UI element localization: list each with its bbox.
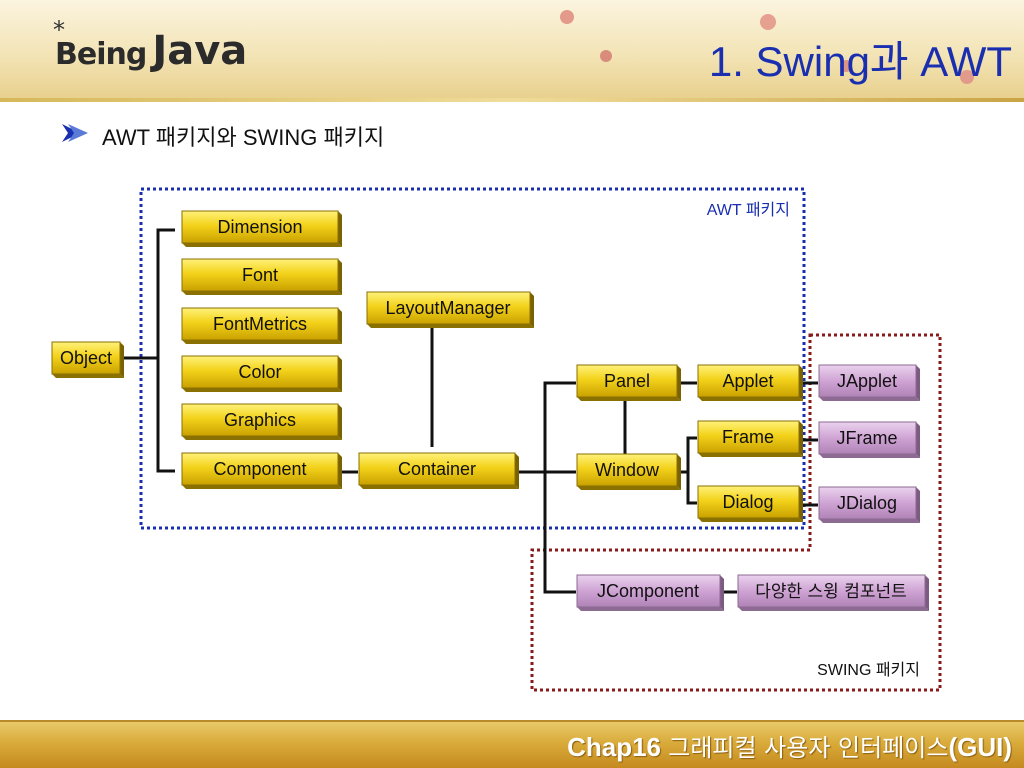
node-dialog: Dialog: [697, 485, 803, 522]
header-divider: [0, 98, 1024, 102]
logo-suffix: Java: [152, 28, 248, 74]
node-container: Container: [358, 452, 519, 489]
footer-chapter-title: Chap16 그래피컬 사용자 인터페이스(GUI): [567, 728, 1012, 763]
decor-molecule-dot: [840, 60, 852, 72]
decor-molecule-dot: [600, 50, 612, 62]
node-label: JComponent: [597, 581, 699, 601]
node-layoutmanager: LayoutManager: [366, 291, 534, 328]
node-label: JDialog: [837, 493, 897, 513]
node-label: Panel: [604, 371, 650, 391]
node-frame: Frame: [697, 420, 803, 457]
node-label: Frame: [722, 427, 774, 447]
node-label: Component: [213, 459, 306, 479]
node-window: Window: [576, 453, 681, 490]
node-label: Dialog: [722, 492, 773, 512]
node-label: Color: [238, 362, 281, 382]
node-swing-components: 다양한 스윙 컴포넌트: [737, 574, 929, 611]
footer-divider: [0, 720, 1024, 723]
node-font: Font: [181, 258, 342, 295]
node-label: JFrame: [836, 428, 897, 448]
node-label: Dimension: [217, 217, 302, 237]
node-jframe: JFrame: [818, 421, 920, 458]
node-label: FontMetrics: [213, 314, 307, 334]
footer-band: [0, 722, 1024, 768]
swing-package-label: SWING 패키지: [817, 661, 920, 679]
decor-molecule-dot: [760, 14, 776, 30]
node-component: Component: [181, 452, 342, 489]
node-graphics: Graphics: [181, 403, 342, 440]
footer-chapter-suffix: (GUI): [948, 732, 1012, 762]
decor-molecule-dot: [560, 10, 574, 24]
node-label: Container: [398, 459, 476, 479]
header-band: [0, 0, 1024, 100]
node-label: Graphics: [224, 410, 296, 430]
node-object: Object: [51, 341, 124, 378]
swing-package-region: [530, 333, 942, 692]
node-color: Color: [181, 355, 342, 392]
page-title: 1. Swing과 AWT: [708, 38, 1012, 85]
node-label: LayoutManager: [385, 298, 510, 318]
node-label: Object: [60, 348, 112, 368]
footer-chapter: Chap16: [567, 732, 661, 762]
node-label: JApplet: [837, 371, 897, 391]
node-japplet: JApplet: [818, 364, 920, 401]
node-label: Applet: [722, 371, 773, 391]
node-panel: Panel: [576, 364, 681, 401]
node-jdialog: JDialog: [818, 486, 920, 523]
logo-star: *: [53, 16, 65, 44]
arrow-bullet-icon: [62, 124, 88, 142]
node-label: Window: [595, 460, 660, 480]
node-dimension: Dimension: [181, 210, 342, 247]
node-applet: Applet: [697, 364, 803, 401]
logo-prefix: Being: [55, 37, 147, 72]
node-jcomponent: JComponent: [576, 574, 724, 611]
node-label: 다양한 스윙 컴포넌트: [755, 582, 907, 602]
decor-molecule-dot: [960, 70, 974, 84]
awt-package-region: [139, 187, 806, 530]
node-fontmetrics: FontMetrics: [181, 307, 342, 344]
awt-package-label: AWT 패키지: [707, 201, 790, 219]
footer-chapter-name: 그래피컬 사용자 인터페이스: [668, 734, 949, 762]
node-label: Font: [242, 265, 278, 285]
section-subtitle: AWT 패키지와 SWING 패키지: [102, 125, 385, 150]
